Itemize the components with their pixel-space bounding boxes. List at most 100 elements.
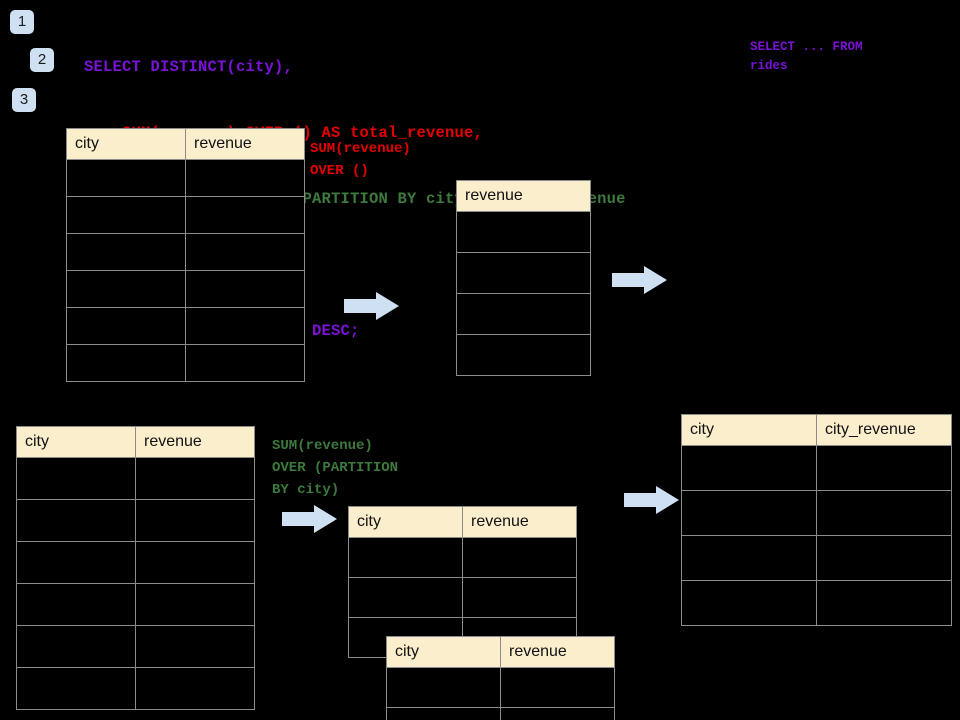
cell-revenue [135, 457, 255, 500]
table-row [681, 580, 952, 626]
column-header-city-revenue: city_revenue [816, 414, 952, 446]
cell-revenue [456, 211, 591, 253]
table-row [681, 445, 952, 491]
cell-revenue [185, 233, 305, 271]
table-row [16, 583, 255, 626]
cell-revenue [135, 667, 255, 710]
step-badge-1: 1 [10, 10, 34, 34]
table-row [16, 541, 255, 584]
cell-city [66, 196, 186, 234]
table-header-row: city revenue [348, 506, 577, 538]
total-revenue-table: revenue [456, 180, 591, 376]
cell-revenue [456, 252, 591, 294]
column-header-city: city [386, 636, 501, 668]
table-row [681, 535, 952, 581]
partition-group-front-table: city revenue [386, 636, 615, 720]
table-row [456, 334, 591, 376]
cell-revenue [135, 583, 255, 626]
cell-revenue [456, 334, 591, 376]
annotation-sum-over-empty: SUM(revenue) OVER () [310, 141, 411, 179]
cell-city-revenue [816, 580, 952, 626]
table-row [348, 537, 577, 578]
cell-city [16, 625, 136, 668]
column-header-city: city [66, 128, 186, 160]
cell-city-revenue [816, 490, 952, 536]
table-row [16, 457, 255, 500]
cell-city [16, 541, 136, 584]
cell-revenue [185, 270, 305, 308]
table-row [348, 577, 577, 618]
table-header-row: city city_revenue [681, 414, 952, 446]
cell-revenue [135, 541, 255, 584]
cell-city [681, 445, 817, 491]
cell-revenue [135, 499, 255, 542]
table-header-row: city revenue [386, 636, 615, 668]
cell-revenue [456, 293, 591, 335]
table-row [66, 307, 305, 345]
sql-line-select: SELECT DISTINCT(city), [84, 58, 294, 76]
column-header-city: city [348, 506, 463, 538]
cell-revenue [185, 196, 305, 234]
city-revenue-result-table: city city_revenue [681, 414, 952, 626]
partition-group-back-table: city revenue [348, 506, 577, 658]
cell-city [681, 490, 817, 536]
table-header-row: revenue [456, 180, 591, 212]
column-header-revenue: revenue [462, 506, 577, 538]
column-header-city: city [681, 414, 817, 446]
table-row [16, 499, 255, 542]
table-row [66, 344, 305, 382]
cell-city [66, 344, 186, 382]
table-row [66, 159, 305, 197]
cell-city [386, 707, 501, 720]
rides-source-table: city revenue [66, 128, 305, 382]
column-header-revenue: revenue [135, 426, 255, 458]
cell-revenue [185, 159, 305, 197]
cell-revenue [462, 537, 577, 578]
table-row [681, 490, 952, 536]
table-row [456, 211, 591, 253]
annotation-sum-over-partition: SUM(revenue) OVER (PARTITION BY city) [272, 438, 399, 498]
cell-city [386, 667, 501, 708]
cell-revenue [500, 667, 615, 708]
table-row [386, 707, 615, 720]
table-header-row: city revenue [16, 426, 255, 458]
annotation-select-from: SELECT ... FROM rides [750, 40, 863, 73]
table-row [66, 196, 305, 234]
step-badge-3: 3 [12, 88, 36, 112]
cell-city [681, 580, 817, 626]
arrow-partition-to-result [624, 486, 679, 514]
table-row [456, 293, 591, 335]
column-header-city: city [16, 426, 136, 458]
table-row [66, 270, 305, 308]
cell-city [66, 270, 186, 308]
rides-partition-source-table: city revenue [16, 426, 255, 710]
cell-city-revenue [816, 535, 952, 581]
table-row [16, 625, 255, 668]
cell-revenue [135, 625, 255, 668]
column-header-revenue: revenue [185, 128, 305, 160]
cell-revenue [462, 577, 577, 618]
arrow-source-to-total [344, 292, 399, 320]
arrow-total-to-result [612, 266, 667, 294]
cell-city [16, 499, 136, 542]
column-header-revenue: revenue [456, 180, 591, 212]
table-row [386, 667, 615, 708]
table-header-row: city revenue [66, 128, 305, 160]
cell-city [681, 535, 817, 581]
cell-city [16, 583, 136, 626]
table-row [66, 233, 305, 271]
column-header-revenue: revenue [500, 636, 615, 668]
cell-city [348, 577, 463, 618]
step-badge-2: 2 [30, 48, 54, 72]
cell-revenue [500, 707, 615, 720]
arrow-source-to-partition [282, 505, 337, 533]
table-row [456, 252, 591, 294]
cell-city [66, 307, 186, 345]
cell-city [16, 667, 136, 710]
cell-city [348, 537, 463, 578]
cell-revenue [185, 344, 305, 382]
cell-city-revenue [816, 445, 952, 491]
cell-city [66, 159, 186, 197]
table-row [16, 667, 255, 710]
